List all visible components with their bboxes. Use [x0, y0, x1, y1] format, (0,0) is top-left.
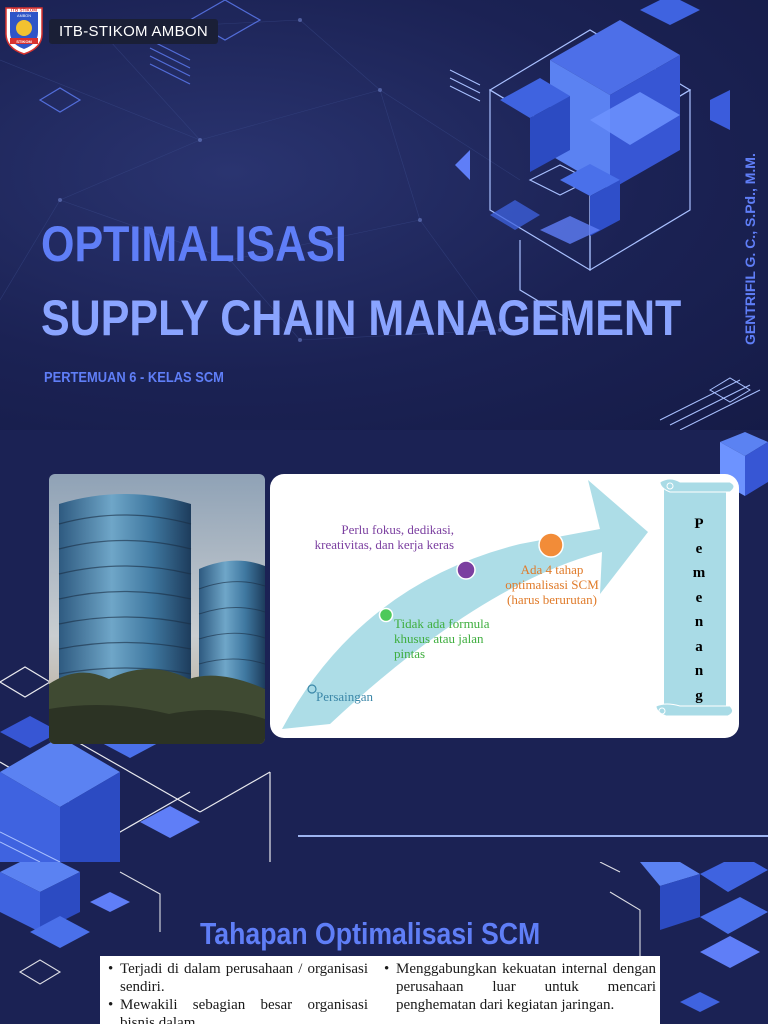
label-tahap: Ada 4 tahap optimalisasi SCM (harus beru…: [505, 562, 599, 607]
pemenang-vertical-text: P e m e n a n g: [679, 512, 719, 708]
label-formula: Tidak ada formula khusus atau jalan pint…: [394, 616, 490, 661]
pemenang-letter: n: [694, 663, 704, 679]
network-background: [0, 0, 521, 342]
list-item: Terjadi di dalam perusahaan / organisasi…: [106, 960, 368, 996]
marker-tahap: [538, 532, 564, 558]
section-heading: Tahapan Optimalisasi SCM: [200, 916, 541, 951]
label-fokus: Perlu fokus, dedikasi, kreativitas, dan …: [314, 522, 454, 552]
list-item: Menggabungkan kekuatan internal dengan p…: [382, 960, 656, 1014]
stages-slide: Tahapan Optimalisasi SCM Terjadi di dala…: [0, 862, 768, 1024]
label-persaingan: Persaingan: [316, 689, 374, 704]
pemenang-letter: m: [692, 565, 706, 581]
diagram-slide: Perlu fokus, dedikasi, kreativitas, dan …: [0, 432, 768, 862]
logo-text-2: AMBON: [17, 14, 31, 18]
list-item: Mewakili sebagian besar organisasi bisni…: [106, 996, 368, 1024]
author-name: GENTRIFIL G. C., S.Pd., M.M.: [742, 153, 758, 345]
brand-name: ITB-STIKOM AMBON: [49, 19, 218, 44]
cube-decoration: [0, 862, 768, 1012]
logo-ribbon-text: STIKOM: [16, 39, 32, 44]
right-column: Menggabungkan kekuatan internal dengan p…: [382, 960, 656, 1014]
slide-divider: [298, 835, 768, 837]
session-subtitle: PERTEMUAN 6 - KELAS SCM: [44, 369, 224, 386]
marker-formula: [378, 607, 394, 623]
pemenang-letter: e: [695, 589, 703, 606]
left-column: Terjadi di dalam perusahaan / organisasi…: [106, 960, 368, 1024]
title-slide: ITB STIKOM AMBON STIKOM ITB-STIKOM AMBON…: [0, 0, 768, 430]
title-line-2: SUPPLY CHAIN MANAGEMENT: [41, 290, 682, 346]
marker-fokus: [456, 560, 476, 580]
marker-persaingan: [307, 684, 317, 694]
content-panel: Terjadi di dalam perusahaan / organisasi…: [100, 956, 660, 1024]
office-building-photo: [49, 474, 265, 744]
institution-logo: ITB STIKOM AMBON STIKOM: [2, 4, 46, 56]
title-line-1: OPTIMALISASI: [41, 216, 347, 272]
pemenang-letter: P: [694, 516, 704, 532]
isometric-cube-decoration: [449, 0, 761, 430]
pemenang-letter: n: [694, 614, 704, 630]
scm-diagram-card: Perlu fokus, dedikasi, kreativitas, dan …: [270, 474, 739, 738]
pemenang-letter: g: [695, 687, 703, 704]
pemenang-letter: a: [695, 638, 703, 655]
banner-scroll: [655, 478, 735, 717]
pemenang-letter: e: [695, 540, 703, 557]
logo-text: ITB STIKOM: [11, 8, 37, 13]
cube-decoration: [0, 432, 768, 862]
